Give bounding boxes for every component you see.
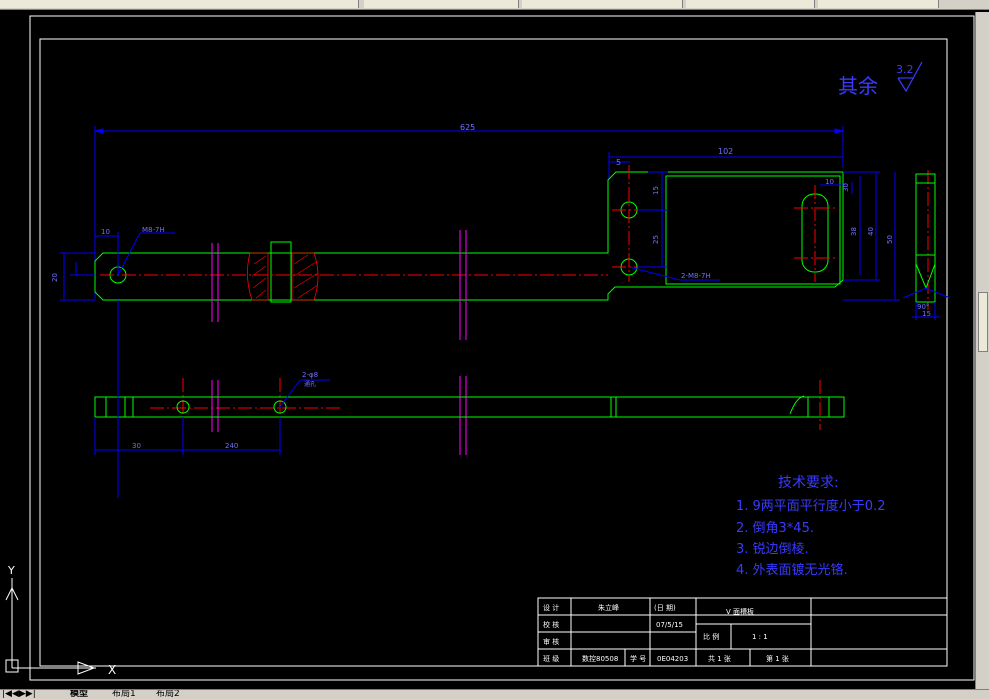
sheet-inner-border bbox=[39, 38, 948, 667]
finish-symbol-icon bbox=[897, 61, 923, 93]
tab-layout2[interactable]: 布局2 bbox=[156, 689, 180, 699]
dim-height-left: 20 bbox=[51, 273, 59, 282]
dim-overall-length: 625 bbox=[460, 123, 475, 132]
tb-part-name: V 面槽板 bbox=[726, 607, 754, 616]
ucs-x-label: X bbox=[108, 663, 116, 677]
tech-requirement-item: 2. 倒角3*45. bbox=[736, 521, 814, 536]
dimension-front bbox=[94, 300, 330, 498]
tab-nav-icon[interactable]: |◀◀▶▶| bbox=[2, 689, 36, 699]
toolbar-segment[interactable] bbox=[364, 0, 519, 8]
title-block-text: 设 计 朱立峰 (日 期) 校 核 07/5/15 审 核 班 级 数控8050… bbox=[543, 603, 789, 663]
side-view-outline bbox=[915, 173, 936, 303]
tb-review-label: 审 核 bbox=[543, 637, 559, 646]
dimension-side bbox=[902, 287, 951, 320]
tech-requirement-item: 1. 9两平面平行度小于0.2 bbox=[736, 498, 885, 514]
dim-front-b: 240 bbox=[225, 442, 238, 450]
dim-side-width: 15 bbox=[922, 310, 931, 318]
tb-student-no: 0E04203 bbox=[657, 655, 688, 663]
tech-requirements: 技术要求: 1. 9两平面平行度小于0.2 2. 倒角3*45. 3. 锐边倒棱… bbox=[736, 475, 885, 578]
dim-left-offset: 10 bbox=[101, 228, 110, 236]
ucs-y-label: Y bbox=[7, 564, 15, 577]
cad-drawing: 其余 3.2 625 102 5 bbox=[5, 15, 975, 681]
tb-student-no-label: 学 号 bbox=[630, 654, 646, 663]
dim-right-width: 30 bbox=[842, 183, 850, 192]
tab-layout1[interactable]: 布局1 bbox=[112, 689, 136, 699]
toolbar-segment[interactable] bbox=[818, 0, 939, 8]
dim-front-hole-sub: 通孔 bbox=[304, 380, 316, 388]
toolbar-segment[interactable] bbox=[686, 0, 815, 8]
tb-scale-label: 比 例 bbox=[703, 632, 719, 641]
section-hatch bbox=[247, 241, 319, 303]
dim-front-a: 30 bbox=[132, 442, 141, 450]
dim-hole-left: M8-7H bbox=[142, 226, 165, 234]
layout-tab-bar: |◀◀▶▶| 模型 布局1 布局2 bbox=[0, 689, 989, 699]
tb-total-sheets: 共 1 张 bbox=[708, 654, 731, 663]
tb-date: 07/5/15 bbox=[656, 621, 683, 629]
toolbar-segment[interactable] bbox=[22, 0, 359, 8]
tb-sheet-no: 第 1 张 bbox=[766, 654, 789, 663]
tb-class: 数控80508 bbox=[582, 654, 618, 663]
dimension-left bbox=[60, 232, 175, 301]
dim-right-height-c: 50 bbox=[886, 235, 894, 244]
sheet-outer-border bbox=[29, 15, 975, 681]
scroll-thumb[interactable] bbox=[978, 292, 988, 352]
dim-slot-end: 10 bbox=[825, 178, 834, 186]
tab-model[interactable]: 模型 bbox=[70, 689, 89, 699]
dim-small-b: 15 bbox=[652, 186, 660, 195]
dim-side-angle: 90° bbox=[917, 303, 929, 311]
toolbar-segment[interactable] bbox=[0, 0, 23, 8]
dim-right-height-b: 40 bbox=[867, 227, 875, 236]
tech-requirement-item: 3. 锐边倒棱. bbox=[736, 541, 809, 557]
tb-design-label: 设 计 bbox=[543, 603, 559, 612]
ucs-icon bbox=[5, 578, 96, 675]
dim-right-height-a: 38 bbox=[850, 227, 858, 236]
dim-hole-right: 2-M8-7H bbox=[681, 272, 711, 280]
dim-small-c: 25 bbox=[652, 235, 660, 244]
finish-note-value: 3.2 bbox=[896, 63, 914, 76]
title-block bbox=[537, 597, 948, 667]
center-lines bbox=[100, 165, 929, 432]
vertical-scrollbar[interactable] bbox=[975, 12, 989, 689]
dim-slot-width: 102 bbox=[718, 147, 733, 156]
top-toolbar bbox=[0, 0, 989, 10]
dimension-right bbox=[628, 171, 900, 301]
surface-finish-note: 其余 3.2 bbox=[838, 61, 923, 98]
dimension-slot-width bbox=[608, 152, 843, 180]
dim-small-a: 5 bbox=[616, 158, 621, 167]
drawing-canvas[interactable]: 其余 3.2 625 102 5 bbox=[0, 12, 975, 689]
tb-designer: 朱立峰 bbox=[598, 603, 619, 612]
finish-note-text: 其余 bbox=[838, 74, 878, 98]
tb-scale: 1 : 1 bbox=[752, 633, 768, 641]
tb-date-label: (日 期) bbox=[654, 604, 676, 612]
dim-front-hole: 2-φ8 bbox=[302, 371, 318, 379]
tb-class-label: 班 级 bbox=[543, 654, 559, 663]
toolbar-segment[interactable] bbox=[522, 0, 683, 8]
front-view-outline bbox=[94, 395, 845, 418]
tb-check-label: 校 核 bbox=[543, 620, 559, 629]
top-view-holes bbox=[109, 201, 638, 284]
tech-requirement-item: 4. 外表面镀无光铬. bbox=[736, 562, 848, 578]
break-lines bbox=[211, 230, 467, 455]
tech-requirements-title: 技术要求: bbox=[778, 475, 839, 491]
top-view-outline bbox=[94, 171, 844, 301]
